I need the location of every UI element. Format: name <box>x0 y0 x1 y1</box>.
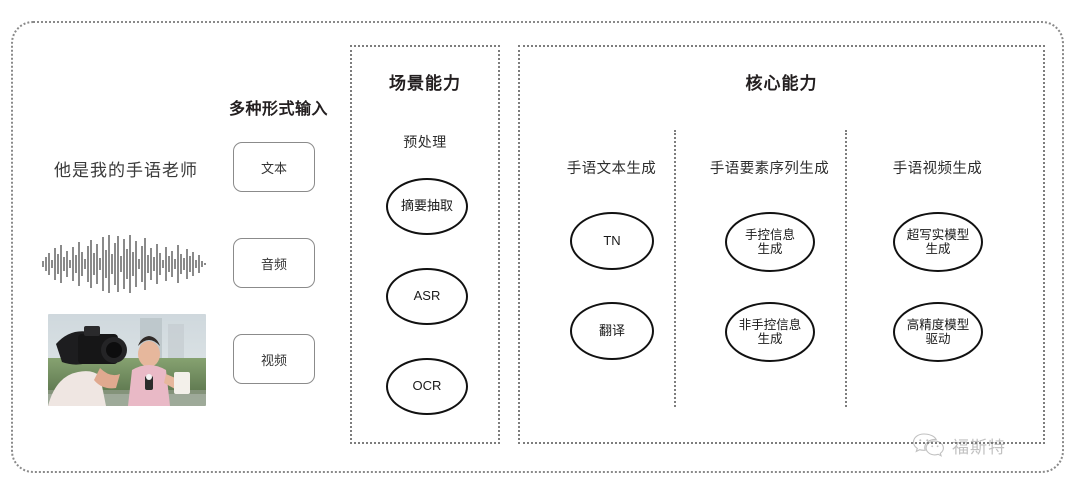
input-row-video: 视频 <box>30 314 330 406</box>
text-sample-label: 他是我的手语老师 <box>54 160 198 180</box>
core-capability-title: 核心能力 <box>745 74 818 93</box>
video-thumbnail <box>48 314 206 406</box>
core-column-1-head: 手语文本生成 <box>566 161 657 177</box>
core-column-video-generation: 手语视频生成 超写实模型生成 高精度模型驱动 <box>860 157 1015 437</box>
core-node-nonmanual-info[interactable]: 非手控信息生成 <box>725 302 815 362</box>
waveform-icon <box>42 235 206 293</box>
core-node-tn[interactable]: TN <box>570 212 654 270</box>
scene-node-summary[interactable]: 摘要抽取 <box>386 178 468 235</box>
core-node-manual-info[interactable]: 手控信息生成 <box>725 212 815 272</box>
core-column-divider-2 <box>845 130 847 407</box>
input-row-text: 他是我的手语老师 文本 <box>30 140 330 196</box>
core-capability-box: 核心能力 手语文本生成 TN 翻译 手语要素序列生成 手控信息生成 非手控信息生… <box>518 45 1045 444</box>
input-panel-title: 多种形式输入 <box>228 101 328 118</box>
watermark-text: 福斯特 <box>952 437 1006 457</box>
wechat-icon <box>912 433 944 457</box>
video-sample <box>30 314 222 406</box>
modality-button-text[interactable]: 文本 <box>233 142 315 192</box>
scene-capability-title: 场景能力 <box>389 74 461 93</box>
core-column-text-generation: 手语文本生成 TN 翻译 <box>534 157 689 437</box>
core-column-3-head: 手语视频生成 <box>892 161 983 177</box>
watermark: 福斯特 <box>912 432 1006 458</box>
audio-sample <box>30 235 222 293</box>
core-node-translate[interactable]: 翻译 <box>570 302 654 360</box>
scene-subtitle: 预处理 <box>403 134 447 150</box>
scene-node-asr[interactable]: ASR <box>386 268 468 325</box>
text-sample: 他是我的手语老师 <box>30 140 222 196</box>
scene-node-ocr[interactable]: OCR <box>386 358 468 415</box>
input-row-audio: 音频 <box>30 235 330 293</box>
modality-button-audio[interactable]: 音频 <box>233 238 315 288</box>
core-node-highprecision-model[interactable]: 高精度模型驱动 <box>893 302 983 362</box>
outer-frame <box>11 21 1064 473</box>
scene-capability-box: 场景能力 预处理 摘要抽取 ASR OCR <box>350 45 500 444</box>
core-node-photoreal-model[interactable]: 超写实模型生成 <box>893 212 983 272</box>
core-column-divider-1 <box>674 130 676 407</box>
modality-button-video[interactable]: 视频 <box>233 334 315 384</box>
core-column-2-head: 手语要素序列生成 <box>709 161 830 177</box>
core-column-element-sequence: 手语要素序列生成 手控信息生成 非手控信息生成 <box>692 157 847 437</box>
input-panel: 多种形式输入 他是我的手语老师 文本 <box>30 95 330 415</box>
